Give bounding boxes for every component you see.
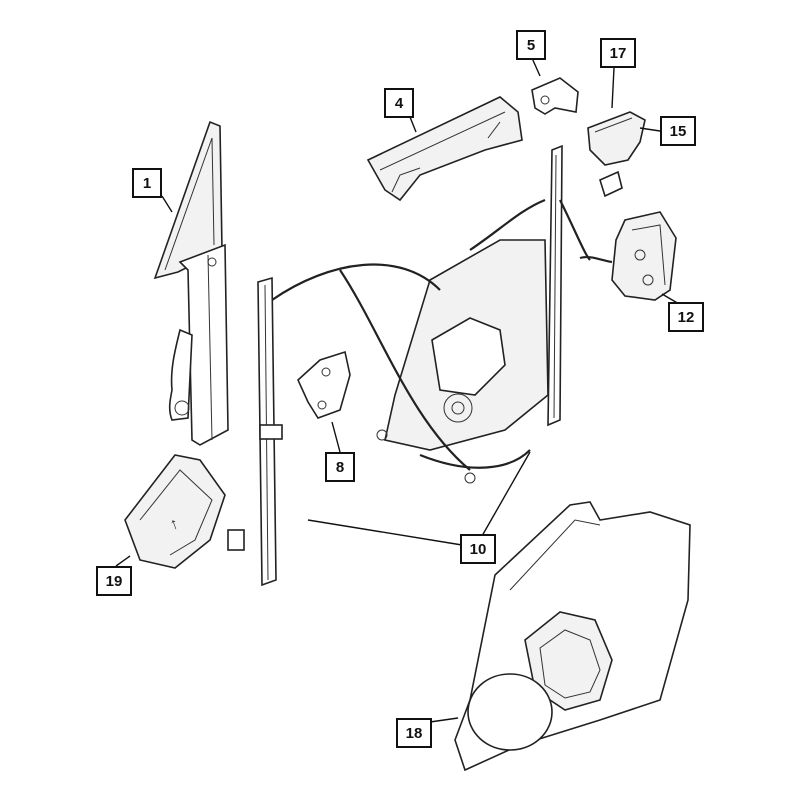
callout-15[interactable]: 15	[660, 116, 696, 146]
callout-17[interactable]: 17	[600, 38, 636, 68]
part-19-trim-pad: ↑	[124, 454, 226, 569]
callout-18[interactable]: 18	[396, 718, 432, 748]
callout-12[interactable]: 12	[668, 302, 704, 332]
part-18-watershield	[454, 501, 691, 772]
part-15-17-inside-handle	[587, 111, 646, 198]
part-12-door-latch	[579, 211, 677, 301]
callout-8[interactable]: 8	[325, 452, 355, 482]
callout-10[interactable]: 10	[460, 534, 496, 564]
part-4-belt-reinforcement	[366, 96, 523, 202]
callout-19[interactable]: 19	[96, 566, 132, 596]
part-8-plate-bracket	[297, 350, 351, 419]
part-5-bracket	[531, 77, 579, 115]
callout-5[interactable]: 5	[516, 30, 546, 60]
callout-4[interactable]: 4	[384, 88, 414, 118]
part-1-vent-window-frame	[153, 120, 229, 446]
callout-1[interactable]: 1	[132, 168, 162, 198]
part-10-window-regulator	[227, 144, 591, 587]
leader-lines	[115, 57, 687, 723]
